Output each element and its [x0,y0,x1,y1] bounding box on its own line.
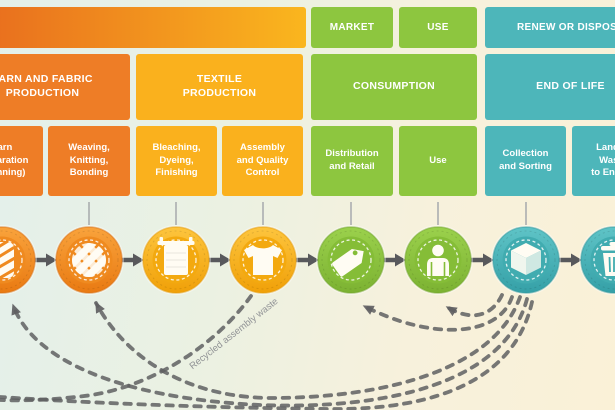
cell-step-assembly-quality-control: Assembly and Quality Control [222,126,303,196]
stage-arrows [34,253,582,267]
hanging-fabric-icon [157,237,195,275]
stage-node-distribution [316,225,386,295]
use-top-label: USE [427,21,449,33]
recycling-loop-arrows [0,293,534,410]
loop-collection-to-distribution [362,295,514,332]
step-label: Landfill Waste to Energy [591,142,615,179]
loop-bottom-strand [0,300,534,410]
loop-collection-to-weaving [94,295,522,400]
person-icon [427,244,449,276]
arrow-icon [121,253,144,267]
arrow-icon [208,253,231,267]
arrow-icon [383,253,406,267]
arrow-icon [471,253,494,267]
step-label: Distribution and Retail [325,148,379,172]
cell-phase-textile-production: TEXTILE PRODUCTION [136,54,303,120]
cell-step-yarn-preparation: Yarn Preparation (Spinning) [0,126,43,196]
trash-can-icon [601,242,615,276]
cell-step-landfill-waste-to-energy: Landfill Waste to Energy [572,126,615,196]
arrow-icon [34,253,57,267]
box-icon [511,243,541,275]
renew-or-dispose-label: RENEW OR DISPOSE [516,21,615,33]
stage-node-weaving [54,225,124,295]
stage-node-landfill [579,225,615,295]
woven-fabric-icon [64,236,114,285]
loop-collection-to-yarn [11,297,529,408]
phase-label: CONSUMPTION [352,80,436,93]
cell-production-band [0,7,306,48]
cell-market: MARKET [311,7,393,48]
step-label: Bleaching, Dyeing, Finishing [152,142,201,179]
cell-step-weaving-knitting-bonding: Weaving, Knitting, Bonding [48,126,130,196]
cell-step-collection-sorting: Collection and Sorting [485,126,566,196]
cell-use-top: USE [399,7,477,48]
cell-phase-yarn-and-fabric-production: YARN AND FABRIC PRODUCTION [0,54,130,120]
cell-step-use: Use [399,126,477,196]
stage-node-assembly [228,225,298,295]
price-tag-icon [332,249,364,277]
stage-node-collection [491,225,561,295]
step-label: Assembly and Quality Control [236,142,289,179]
step-label: Yarn Preparation (Spinning) [0,142,29,179]
cell-renew-or-dispose: RENEW OR DISPOSE [485,7,615,48]
phase-label: END OF LIFE [536,80,605,93]
phase-label: YARN AND FABRIC PRODUCTION [0,73,93,99]
cell-phase-end-of-life: END OF LIFE [485,54,615,120]
step-connector-ticks [88,202,527,225]
loop-collection-to-use [445,293,504,318]
stage-node-yarn-preparation [0,225,37,295]
loop-recycled-assembly-waste [0,294,253,403]
cell-phase-consumption: CONSUMPTION [311,54,477,120]
cell-step-bleaching-dyeing-finishing: Bleaching, Dyeing, Finishing [136,126,217,196]
t-shirt-icon [244,245,282,275]
step-label: Weaving, Knitting, Bonding [68,142,110,179]
arrow-icon [296,253,319,267]
step-label: Use [429,154,447,166]
cell-step-distribution-retail: Distribution and Retail [311,126,393,196]
market-label: MARKET [329,21,375,33]
stage-node-dyeing [141,225,211,295]
arrow-icon [559,253,582,267]
yarn-skein-icon [0,242,14,278]
step-label: Collection and Sorting [499,148,552,172]
stage-node-use [403,225,473,295]
phase-label: TEXTILE PRODUCTION [182,73,257,99]
